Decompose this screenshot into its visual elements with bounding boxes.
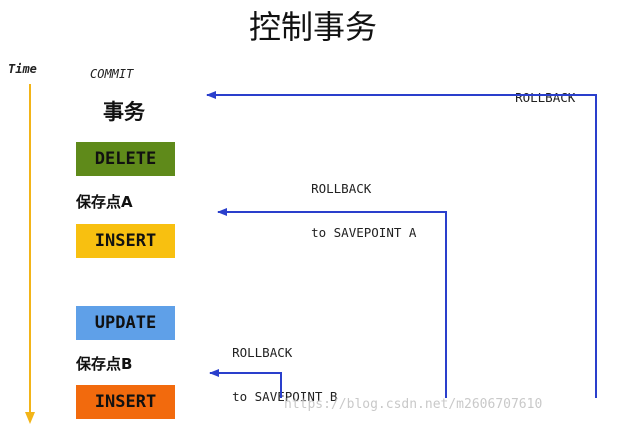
rollback-label: ROLLBACK: [500, 65, 575, 109]
rollback-savepoint-a-label: ROLLBACK to SAVEPOINT A: [296, 156, 416, 244]
commit-label: COMMIT: [90, 67, 134, 81]
rollback-savepoint-a-arrow: [217, 208, 447, 398]
update-operation-label: UPDATE: [94, 313, 157, 333]
rollback-b-line1: ROLLBACK: [232, 345, 293, 360]
savepoint-a-label: 保存点A: [76, 193, 133, 211]
delete-operation-label: DELETE: [94, 149, 157, 169]
time-axis-arrowhead: [25, 412, 35, 424]
rollback-savepoint-b-label: ROLLBACK to SAVEPOINT B: [217, 320, 337, 408]
diagram-title: 控制事务: [248, 8, 377, 46]
watermark-text: https://blog.csdn.net/m2606707610: [284, 397, 543, 412]
rollback-arrow: [206, 91, 597, 398]
transaction-label: 事务: [103, 100, 145, 124]
insert-operation-label-2: INSERT: [94, 392, 157, 412]
insert-operation-label-1: INSERT: [94, 231, 157, 251]
rollback-a-line2: to SAVEPOINT A: [311, 225, 417, 240]
rollback-b-line2: to SAVEPOINT B: [232, 389, 338, 404]
savepoint-b-label: 保存点B: [76, 355, 133, 373]
update-operation-box: UPDATE: [76, 306, 175, 340]
rollback-savepoint-b-arrow: [209, 369, 282, 398]
time-axis-label: Time: [8, 62, 37, 76]
insert-operation-box-1: INSERT: [76, 224, 175, 258]
delete-operation-box: DELETE: [76, 142, 175, 176]
rollback-a-line1: ROLLBACK: [311, 181, 372, 196]
rollback-label-line1: ROLLBACK: [515, 90, 576, 105]
insert-operation-box-2: INSERT: [76, 385, 175, 419]
